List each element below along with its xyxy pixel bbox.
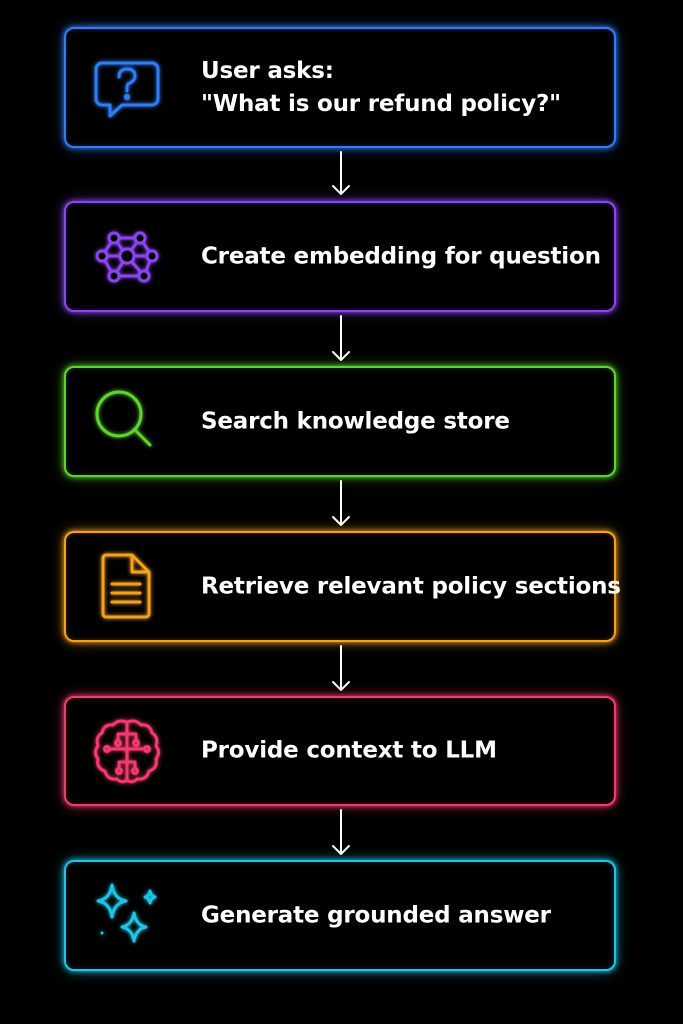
step-label-line: Search knowledge store (201, 408, 510, 434)
step-label: User asks: "What is our refund policy?" (201, 55, 600, 121)
network-graph-icon (92, 222, 162, 292)
question-bubble-icon (92, 53, 162, 123)
magnifier-icon (92, 387, 162, 457)
step-search-knowledge-store: Search knowledge store (64, 366, 616, 477)
step-label-line: Provide context to LLM (201, 737, 497, 764)
step-label-line: User asks: (201, 57, 334, 84)
flow-arrow (329, 150, 353, 198)
step-provide-context: Provide context to LLM (64, 696, 616, 806)
step-label-line: Generate grounded answer (201, 902, 551, 928)
flow-arrow (329, 808, 353, 858)
flow-arrow (329, 479, 353, 529)
step-label-line: Retrieve relevant policy sections (201, 573, 621, 599)
step-label: Create embedding for question (201, 240, 601, 273)
flow-arrow (329, 644, 353, 694)
step-user-asks: User asks: "What is our refund policy?" (64, 27, 616, 148)
document-icon (92, 552, 162, 622)
brain-icon (92, 716, 162, 786)
step-label-line: Create embedding for question (201, 243, 601, 269)
step-label: Provide context to LLM (201, 735, 600, 768)
step-label: Search knowledge store (201, 405, 600, 438)
step-create-embedding: Create embedding for question (64, 201, 616, 312)
flow-arrow (329, 314, 353, 364)
step-label: Retrieve relevant policy sections (201, 570, 621, 603)
step-label: Generate grounded answer (201, 899, 600, 932)
step-retrieve-policy-sections: Retrieve relevant policy sections (64, 531, 621, 642)
step-generate-answer: Generate grounded answer (64, 860, 616, 971)
sparkles-icon (92, 881, 162, 951)
step-label-line: "What is our refund policy?" (201, 90, 561, 117)
